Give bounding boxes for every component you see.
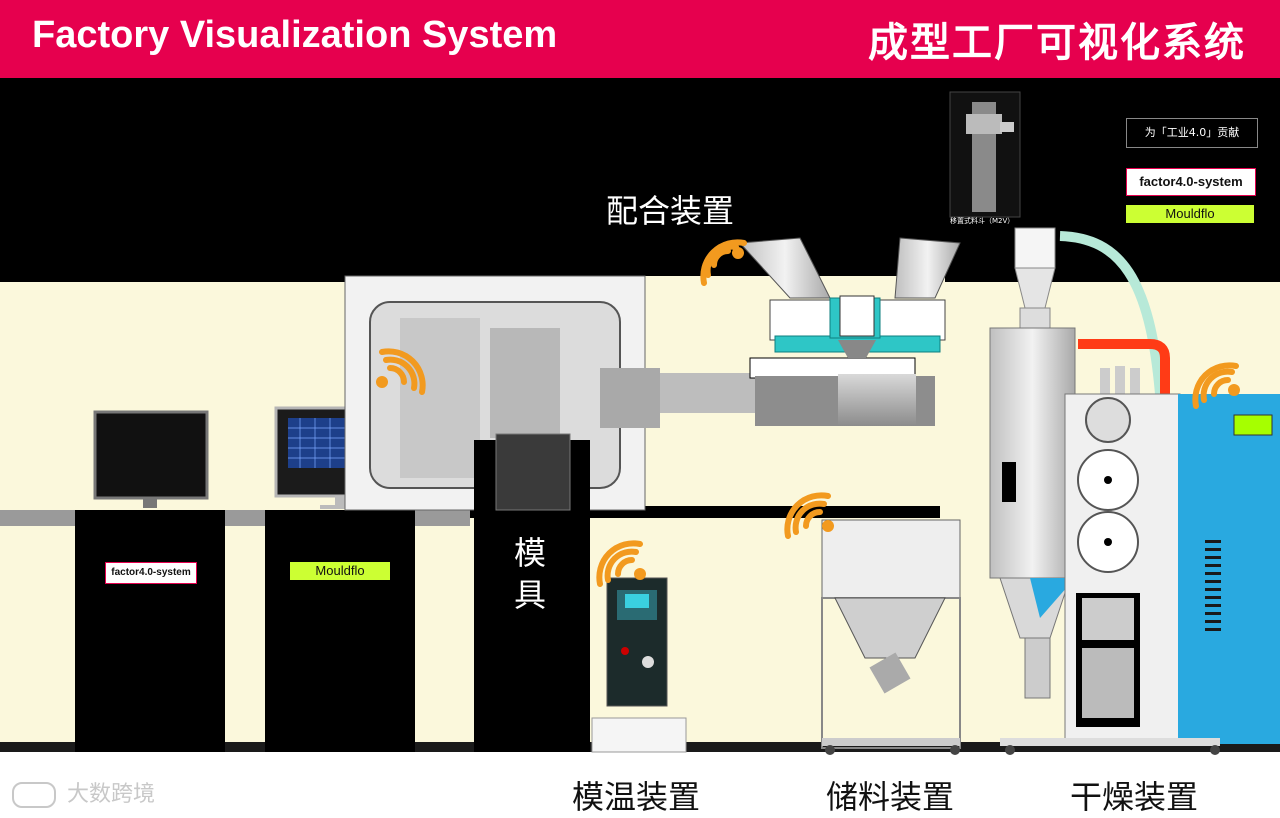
wifi-icon <box>700 239 747 286</box>
dryer-hopper <box>989 327 1076 579</box>
wifi-icon <box>376 348 426 395</box>
storage-hopper-top <box>821 519 961 599</box>
label-dryer-unit: 干燥装置 <box>1070 778 1199 816</box>
wifi-icon <box>596 540 646 587</box>
mouldflo-badge-cabinet: Mouldflo <box>290 562 390 580</box>
label-mould-temp-controller: 模温装置 <box>572 778 701 816</box>
injection-barrel <box>660 373 760 413</box>
label-storage-unit: 储料装置 <box>826 778 955 816</box>
factor4-logo-top: factor4.0-system <box>1126 168 1256 196</box>
storage-hopper-cone <box>834 597 946 659</box>
label-mould-line1: 模 <box>514 534 547 572</box>
mouldflo-badge-top: Mouldflo <box>1126 205 1254 223</box>
cabinet-left <box>75 510 225 752</box>
page-title: Factory Visualization System <box>32 14 558 56</box>
industry-4-box: 为「工业4.0」贡献 <box>1126 118 1258 148</box>
factory-scene <box>0 78 1280 812</box>
dryer-hot-pipe <box>1078 339 1170 394</box>
wifi-icon <box>784 492 834 539</box>
label-mould-line2: 具 <box>514 576 547 614</box>
factor4-logo-cabinet: factor4.0-system <box>105 562 197 584</box>
blender-hopper-right <box>894 237 961 299</box>
watermark-logo-icon <box>12 782 56 808</box>
dryer-loader <box>1014 227 1056 269</box>
label-blending-unit: 配合装置 <box>606 192 735 230</box>
page-title-chinese: 成型工厂可视化系统 <box>868 20 1246 66</box>
dryer-hose <box>1059 231 1165 395</box>
floor-strip <box>0 750 1280 812</box>
label-hopper-caption: 移置式料斗（M2V） <box>950 217 1015 225</box>
wifi-icon <box>1192 362 1240 409</box>
header-bar: Factory Visualization System 成型工厂可视化系统 <box>0 0 1280 78</box>
watermark: 大数跨境 <box>12 776 155 808</box>
monitor-left <box>93 410 209 500</box>
cabinet-right <box>265 510 415 752</box>
dryer-control-panel <box>1178 394 1280 744</box>
